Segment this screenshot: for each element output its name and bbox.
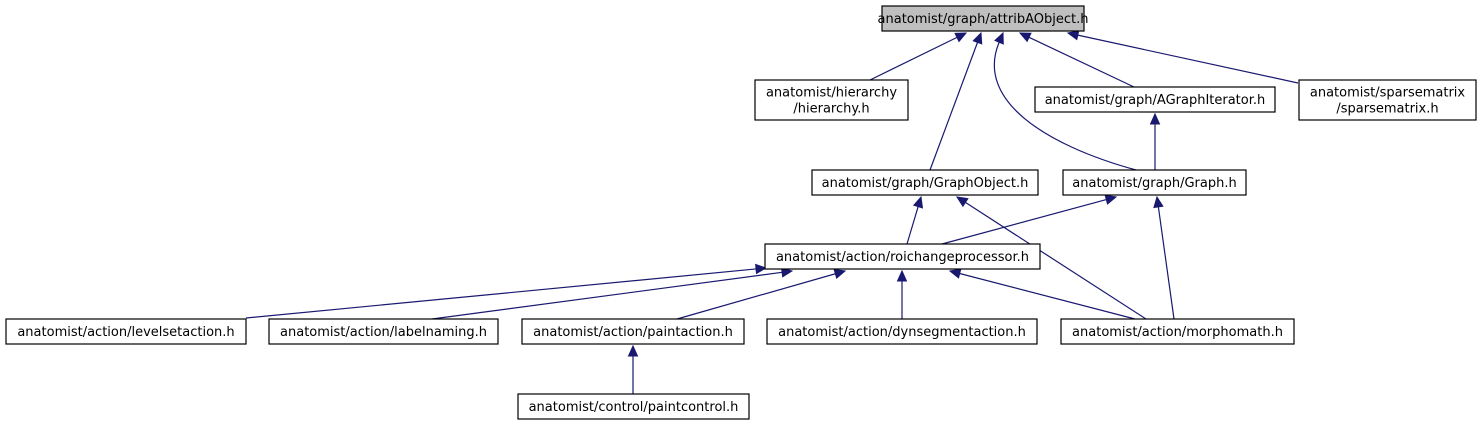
- node-sparsematrix-label-2: /sparsematrix.h: [1336, 102, 1438, 117]
- node-hierarchy-label-1: anatomist/hierarchy: [766, 86, 897, 101]
- node-morphomath-box: [1060, 318, 1295, 345]
- edge-sparsematrix-to-attribAObject-line: [1077, 34, 1299, 84]
- node-morphomath-label: anatomist/action/morphomath.h: [1072, 325, 1283, 340]
- edge-AGraphIterator-to-attribAObject: [1018, 32, 1135, 88]
- node-paintcontrol[interactable]: anatomist/control/paintcontrol.h: [517, 393, 750, 420]
- edge-Graph-to-attribAObject-line: [993, 41, 1137, 171]
- edge-paintaction-to-roichangeprocessor: [676, 268, 847, 320]
- edge-dynsegmentaction-to-roichangeprocessor-arrowhead: [896, 269, 908, 282]
- node-dynsegmentaction-box: [766, 318, 1038, 345]
- edge-sparsematrix-to-attribAObject-arrowhead: [1066, 30, 1080, 41]
- node-attribAObject-box: [881, 5, 1085, 32]
- node-roichangeprocessor[interactable]: anatomist/action/roichangeprocessor.h: [764, 243, 1041, 270]
- node-levelsetaction[interactable]: anatomist/action/levelsetaction.h: [5, 318, 247, 345]
- edge-roichangeprocessor-to-GraphObject-arrowhead: [912, 195, 924, 209]
- node-morphomath[interactable]: anatomist/action/morphomath.h: [1060, 318, 1295, 345]
- node-paintaction-box: [521, 318, 745, 345]
- node-Graph[interactable]: anatomist/graph/Graph.h: [1062, 169, 1247, 196]
- node-AGraphIterator-label: anatomist/graph/AGraphIterator.h: [1045, 93, 1266, 108]
- edge-morphomath-to-Graph-arrowhead: [1153, 195, 1164, 209]
- node-AGraphIterator[interactable]: anatomist/graph/AGraphIterator.h: [1034, 86, 1276, 113]
- node-attribAObject-label: anatomist/graph/attribAObject.h: [878, 12, 1089, 27]
- edge-morphomath-to-GraphObject: [955, 196, 1147, 320]
- edge-GraphObject-to-attribAObject: [929, 31, 983, 171]
- edge-morphomath-to-roichangeprocessor: [948, 268, 1136, 320]
- edge-morphomath-to-GraphObject-arrowhead: [955, 196, 969, 208]
- node-levelsetaction-box: [5, 318, 247, 345]
- node-roichangeprocessor-label: anatomist/action/roichangeprocessor.h: [776, 250, 1029, 265]
- edge-labelnaming-to-roichangeprocessor-line: [431, 271, 783, 320]
- edge-morphomath-to-roichangeprocessor-arrowhead: [948, 268, 962, 279]
- edge-roichangeprocessor-to-Graph-line: [941, 199, 1107, 245]
- edge-hierarchy-to-attribAObject: [869, 32, 968, 81]
- node-levelsetaction-label: anatomist/action/levelsetaction.h: [17, 325, 234, 340]
- node-paintcontrol-label: anatomist/control/paintcontrol.h: [529, 400, 739, 415]
- edge-AGraphIterator-to-attribAObject-line: [1028, 36, 1135, 88]
- node-dynsegmentaction[interactable]: anatomist/action/dynsegmentaction.h: [766, 318, 1038, 345]
- node-labelnaming-label: anatomist/action/labelnaming.h: [280, 325, 487, 340]
- edge-Graph-to-attribAObject: [993, 31, 1137, 171]
- edges-layer: [245, 30, 1299, 394]
- node-hierarchy[interactable]: anatomist/hierarchy/hierarchy.h: [754, 79, 909, 121]
- node-AGraphIterator-box: [1034, 86, 1276, 113]
- edge-levelsetaction-to-roichangeprocessor: [245, 263, 768, 319]
- node-labelnaming-box: [268, 318, 499, 345]
- node-dynsegmentaction-label: anatomist/action/dynsegmentaction.h: [778, 325, 1026, 340]
- node-GraphObject-box: [811, 169, 1039, 196]
- node-paintaction[interactable]: anatomist/action/paintaction.h: [521, 318, 745, 345]
- edge-morphomath-to-Graph-line: [1157, 206, 1175, 320]
- edge-levelsetaction-to-roichangeprocessor-line: [245, 268, 757, 319]
- edge-levelsetaction-to-roichangeprocessor-arrowhead: [755, 263, 768, 275]
- node-paintcontrol-box: [517, 393, 750, 420]
- edge-morphomath-to-GraphObject-line: [965, 201, 1147, 320]
- edge-sparsematrix-to-attribAObject: [1066, 30, 1299, 84]
- edge-morphomath-to-Graph: [1153, 195, 1175, 320]
- edge-roichangeprocessor-to-Graph-arrowhead: [1104, 194, 1118, 205]
- edge-dynsegmentaction-to-roichangeprocessor: [896, 269, 908, 319]
- edge-paintcontrol-to-paintaction: [627, 344, 639, 394]
- edge-Graph-to-attribAObject-arrowhead: [994, 31, 1004, 45]
- node-roichangeprocessor-box: [764, 243, 1041, 270]
- edge-paintaction-to-roichangeprocessor-line: [676, 273, 836, 320]
- node-labelnaming[interactable]: anatomist/action/labelnaming.h: [268, 318, 499, 345]
- edge-Graph-to-AGraphIterator-arrowhead: [1149, 112, 1161, 125]
- node-sparsematrix-box: [1298, 79, 1477, 121]
- edge-paintcontrol-to-paintaction-arrowhead: [627, 344, 639, 357]
- node-Graph-label: anatomist/graph/Graph.h: [1072, 176, 1236, 191]
- edge-hierarchy-to-attribAObject-arrowhead: [954, 32, 968, 43]
- node-hierarchy-label-2: /hierarchy.h: [793, 102, 869, 117]
- edge-morphomath-to-roichangeprocessor-line: [959, 272, 1136, 320]
- node-paintaction-label: anatomist/action/paintaction.h: [533, 325, 733, 340]
- node-GraphObject-label: anatomist/graph/GraphObject.h: [822, 176, 1029, 191]
- node-sparsematrix[interactable]: anatomist/sparsematrix/sparsematrix.h: [1298, 79, 1477, 121]
- edge-AGraphIterator-to-attribAObject-arrowhead: [1018, 32, 1032, 43]
- edge-labelnaming-to-roichangeprocessor: [431, 267, 794, 320]
- node-attribAObject[interactable]: anatomist/graph/attribAObject.h: [878, 5, 1089, 32]
- node-GraphObject[interactable]: anatomist/graph/GraphObject.h: [811, 169, 1039, 196]
- node-Graph-box: [1062, 169, 1247, 196]
- node-sparsematrix-label-1: anatomist/sparsematrix: [1310, 86, 1466, 101]
- edge-roichangeprocessor-to-GraphObject-line: [906, 206, 919, 245]
- node-hierarchy-box: [754, 79, 909, 121]
- edge-roichangeprocessor-to-Graph: [941, 194, 1118, 245]
- edge-paintaction-to-roichangeprocessor-arrowhead: [833, 268, 847, 279]
- edge-hierarchy-to-attribAObject-line: [869, 36, 958, 81]
- edge-roichangeprocessor-to-GraphObject: [906, 195, 924, 245]
- edge-Graph-to-AGraphIterator: [1149, 112, 1161, 170]
- edge-GraphObject-to-attribAObject-line: [929, 42, 979, 171]
- nodes-layer: anatomist/graph/attribAObject.h anatomist…: [5, 5, 1477, 420]
- edge-GraphObject-to-attribAObject-arrowhead: [972, 31, 983, 45]
